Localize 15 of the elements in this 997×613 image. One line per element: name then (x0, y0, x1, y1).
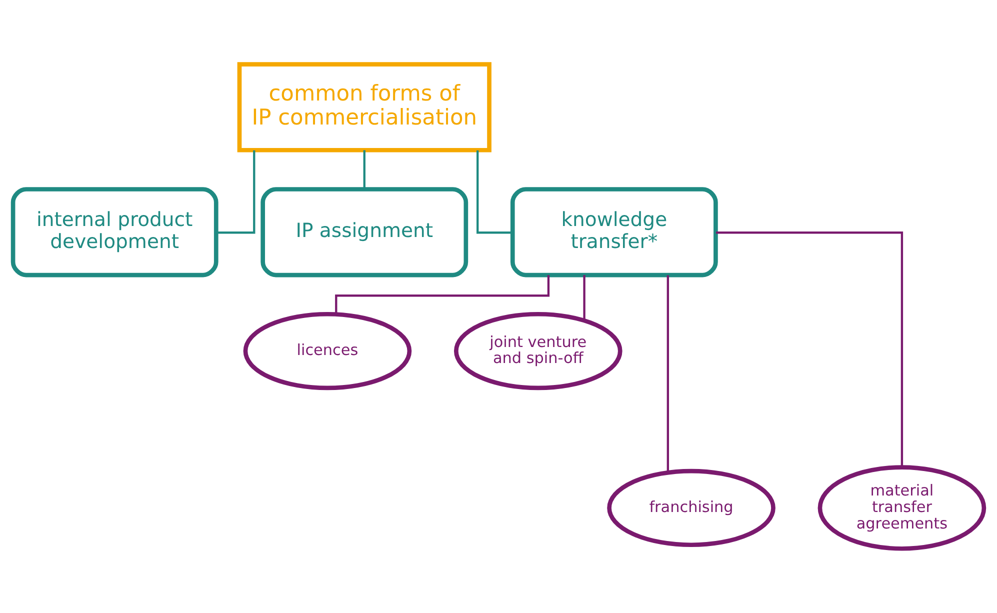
node-ellipse: licences (243, 312, 412, 390)
node-ellipse: joint venture and spin-off (454, 312, 622, 390)
connector (666, 275, 669, 472)
connector (335, 275, 550, 314)
node-ellipse: franchising (607, 468, 776, 548)
node-box: internal product development (10, 187, 218, 278)
node-box: IP assignment (260, 187, 468, 278)
connector (363, 150, 366, 190)
connector (476, 150, 512, 234)
connector (216, 150, 256, 234)
connector (583, 275, 586, 320)
node-box: common forms of IP commercialisation (237, 62, 492, 152)
connector (716, 232, 904, 468)
node-box: knowledge transfer* (510, 187, 718, 278)
node-ellipse: material transfer agreements (818, 465, 986, 551)
